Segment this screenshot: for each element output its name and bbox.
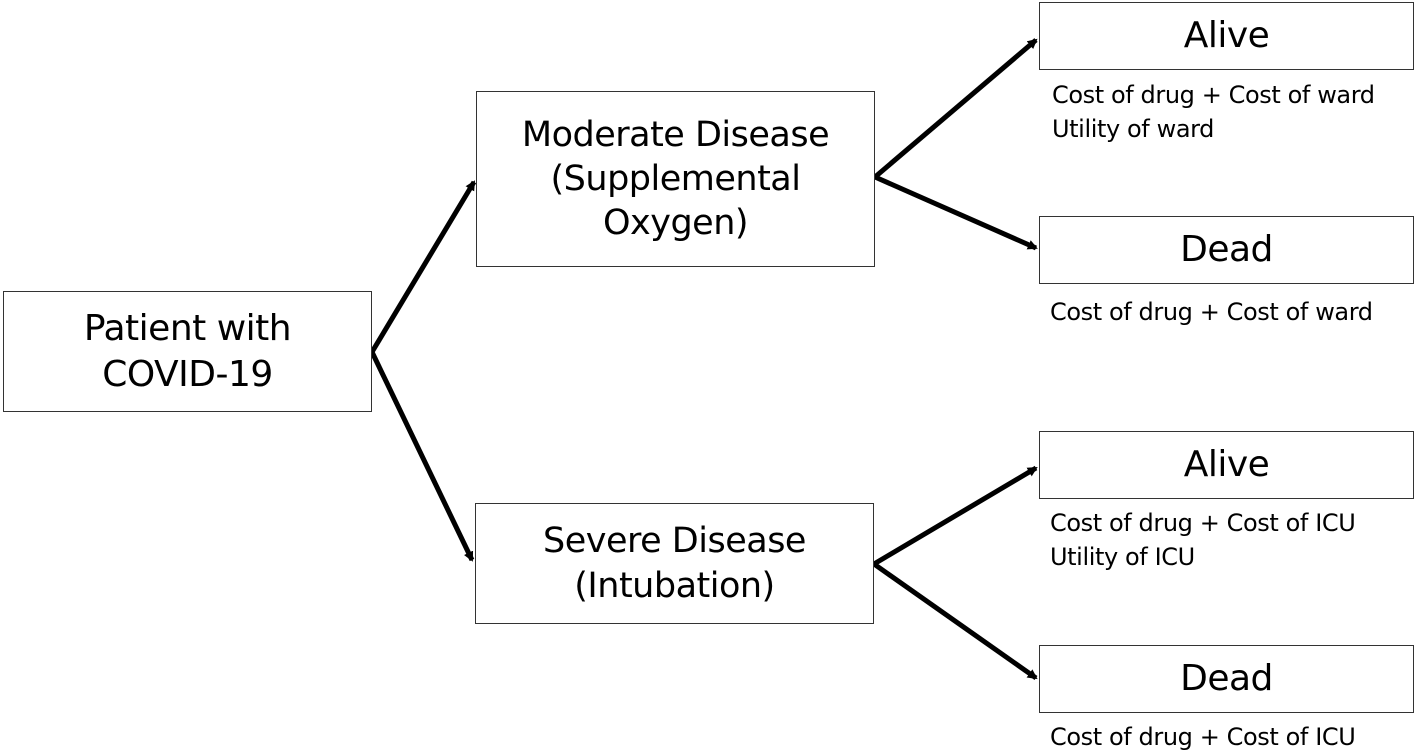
annotation-line: Cost of drug + Cost of ward [1052, 81, 1375, 109]
arrow-root-to-moderate [369, 180, 477, 354]
annotation-line: Cost of drug + Cost of ICU [1050, 723, 1356, 751]
annotation-line: Cost of drug + Cost of ICU [1050, 509, 1356, 537]
arrow-severe-to-alive [872, 465, 1038, 567]
moderate-alive-annotation: Cost of drug + Cost of ward Utility of w… [1052, 78, 1375, 146]
root-node: Patient with COVID-19 [3, 291, 372, 412]
severe-alive-annotation: Cost of drug + Cost of ICU Utility of IC… [1050, 506, 1356, 574]
arrow-moderate-to-alive [873, 38, 1038, 179]
moderate-alive-label: Alive [1183, 15, 1270, 57]
severe-disease-label: Severe Disease (Intubation) [543, 521, 806, 606]
arrow-moderate-to-dead [873, 174, 1038, 251]
moderate-disease-label: Moderate Disease (Supplemental Oxygen) [521, 114, 830, 244]
severe-dead-node: Dead [1039, 645, 1414, 713]
severe-dead-label: Dead [1180, 658, 1273, 700]
severe-alive-node: Alive [1039, 431, 1414, 499]
severe-disease-node: Severe Disease (Intubation) [475, 503, 874, 624]
annotation-line: Utility of ICU [1050, 543, 1195, 571]
moderate-disease-node: Moderate Disease (Supplemental Oxygen) [476, 91, 875, 267]
annotation-line: Utility of ward [1052, 115, 1215, 143]
root-node-label: Patient with COVID-19 [83, 308, 292, 395]
moderate-dead-label: Dead [1180, 229, 1273, 271]
arrow-root-to-severe [369, 350, 475, 562]
severe-alive-label: Alive [1183, 444, 1270, 486]
annotation-line: Cost of drug + Cost of ward [1050, 298, 1373, 326]
arrow-severe-to-dead [872, 561, 1038, 681]
severe-dead-annotation: Cost of drug + Cost of ICU [1050, 720, 1356, 754]
moderate-dead-node: Dead [1039, 216, 1414, 284]
moderate-dead-annotation: Cost of drug + Cost of ward [1050, 295, 1373, 329]
moderate-alive-node: Alive [1039, 2, 1414, 70]
